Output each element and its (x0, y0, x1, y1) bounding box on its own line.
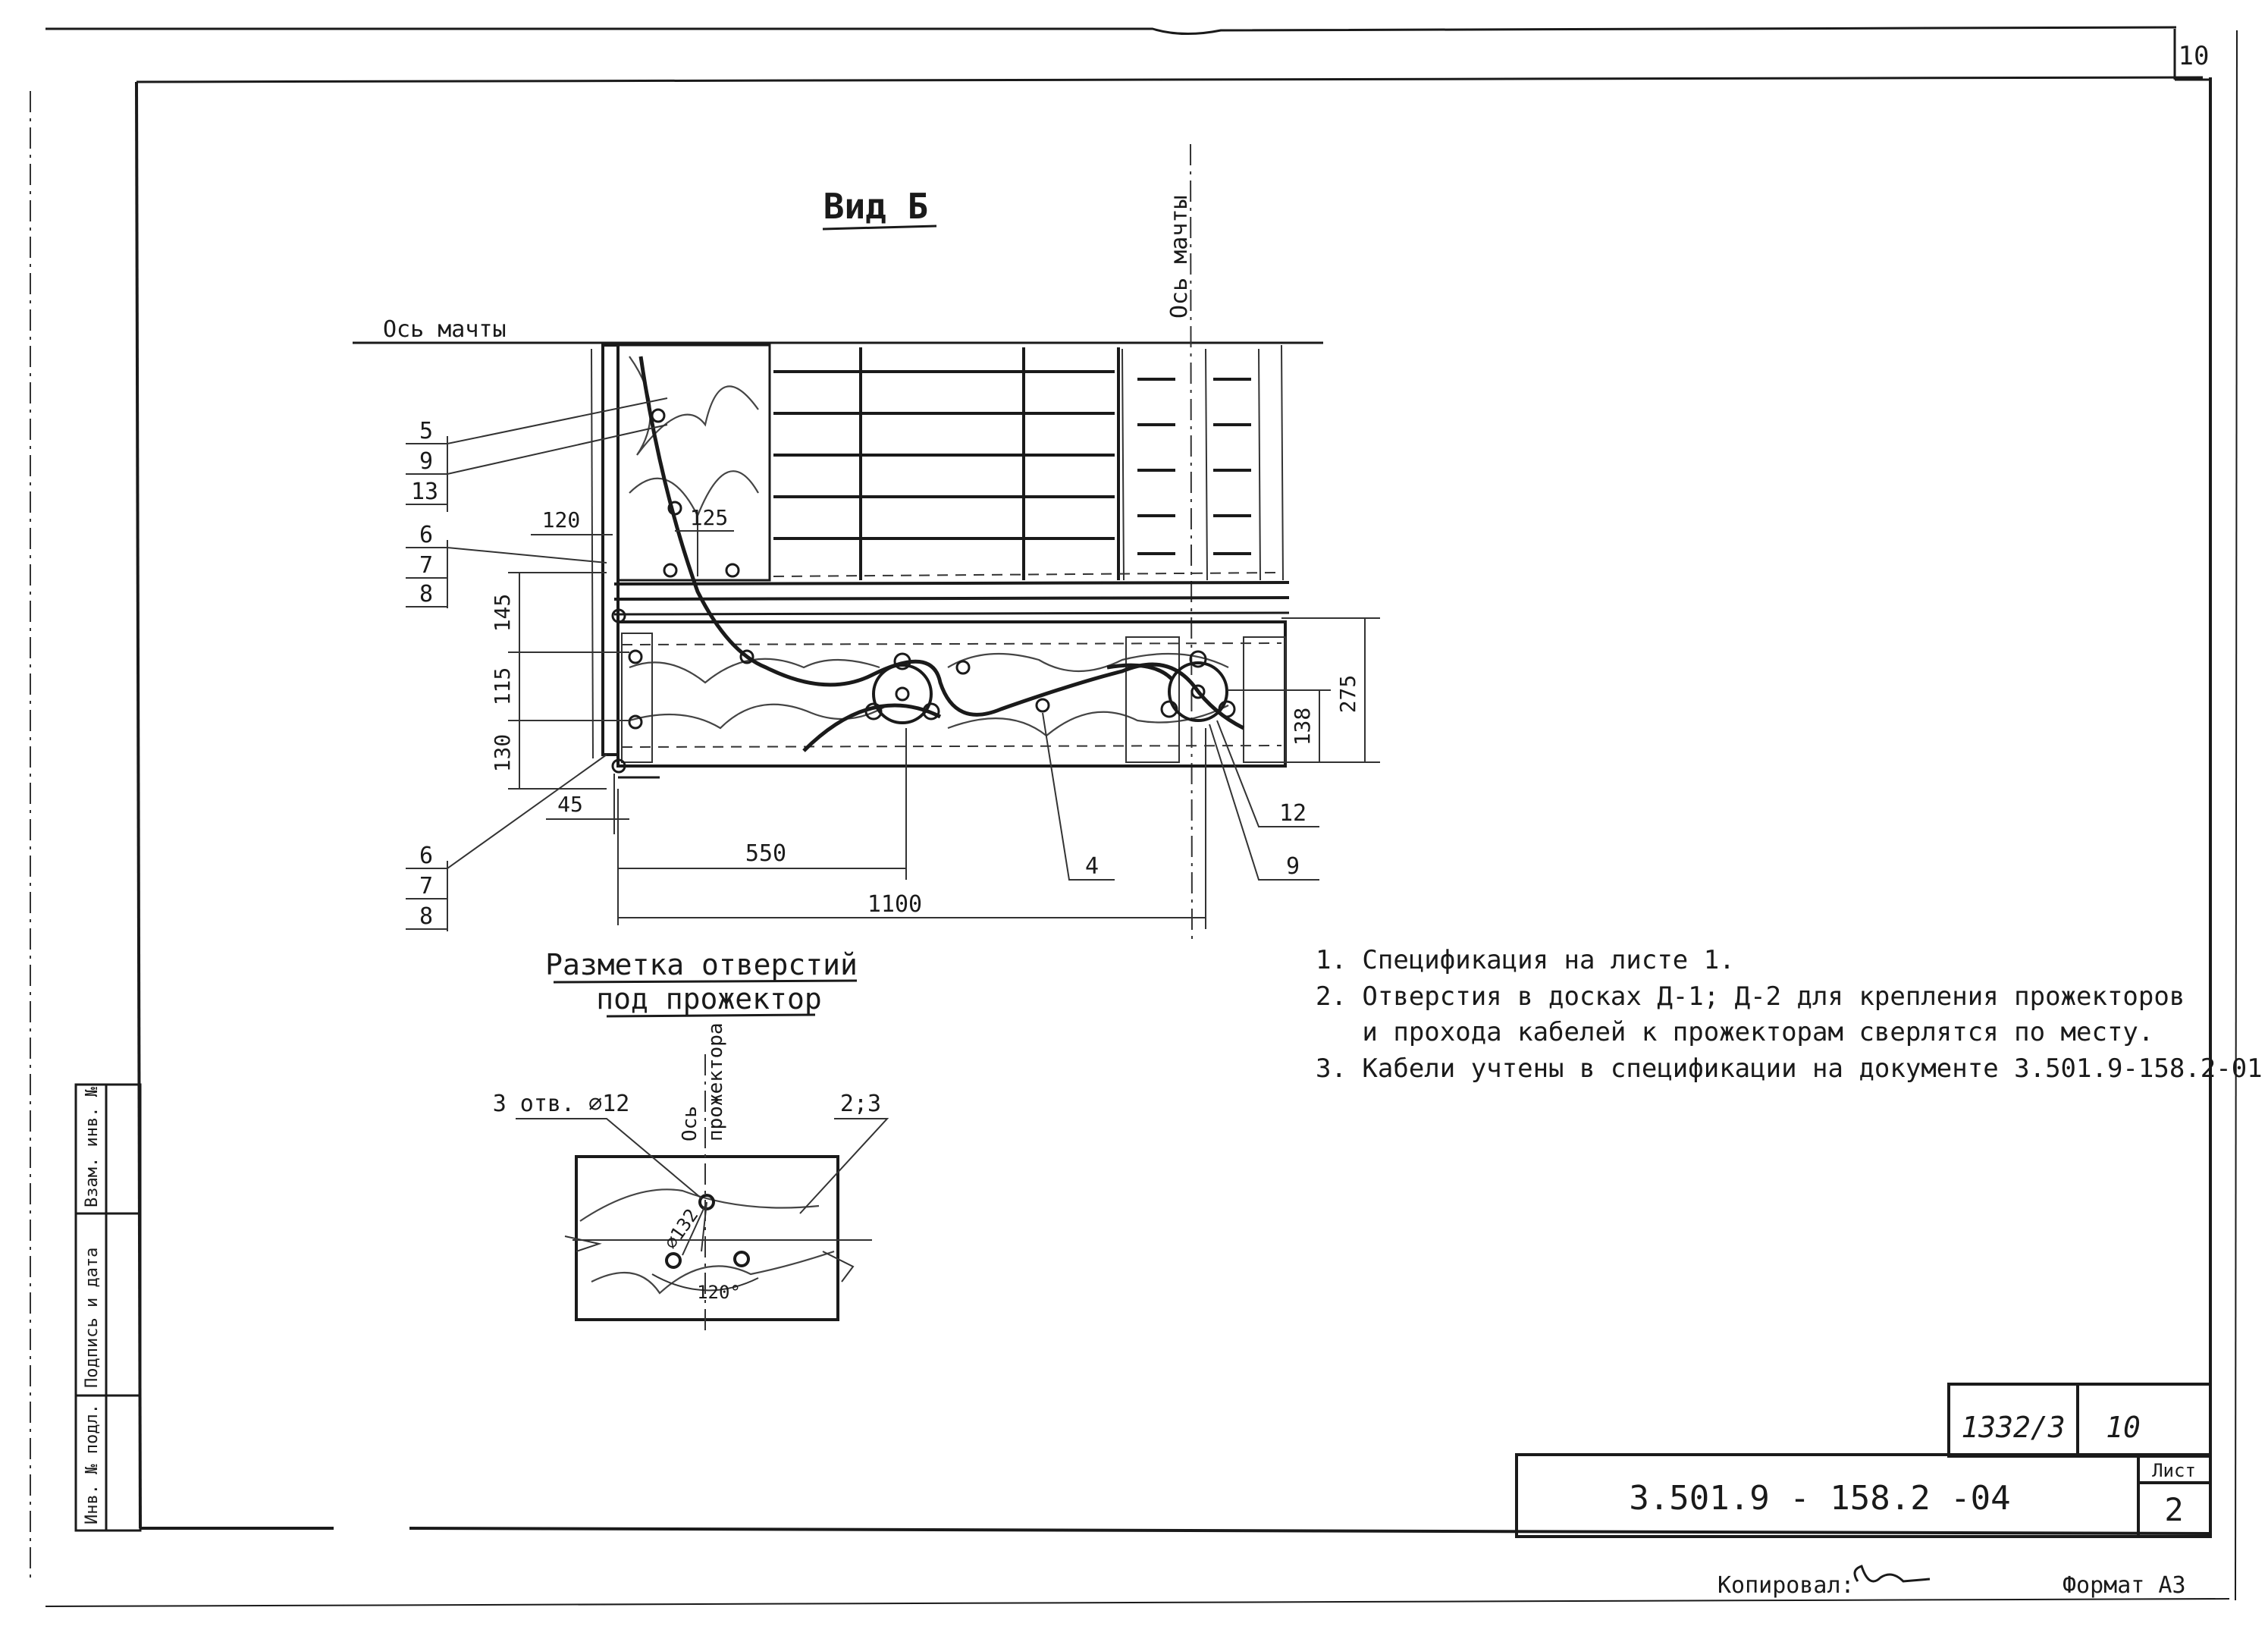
callout-12: 12 (1279, 800, 1307, 827)
mast-axis-vertical-label: Ось мачты (1166, 195, 1193, 319)
dim-145: 145 (490, 594, 515, 633)
callout-7-mid: 7 (419, 552, 433, 579)
dim-125: 125 (690, 505, 729, 530)
corner-sheet-number: 10 (2179, 41, 2210, 71)
footer: Копировал: Формат А3 (1717, 1565, 2186, 1599)
callout-4: 4 (1085, 853, 1099, 880)
callout-6-mid: 6 (419, 522, 433, 548)
format-label: Формат А3 (2063, 1572, 2186, 1599)
side-stamp: Инв. № подл. Подпись и дата Взам. инв. № (74, 1083, 142, 1532)
stamp-inv-original: Инв. № подл. (83, 1404, 102, 1524)
mast-axis-horizontal-label: Ось мачты (383, 316, 507, 343)
note-1: 1. Спецификация на листе 1. (1316, 945, 1735, 975)
projector-axis-label-line2: прожектора (704, 1022, 727, 1141)
callout-6-bottom: 6 (419, 843, 433, 869)
callout-9-top: 9 (419, 448, 433, 475)
stamp-signature-date: Подпись и дата (83, 1248, 102, 1388)
callout-5: 5 (419, 418, 433, 444)
railing-grating (613, 344, 1290, 616)
callout-8-mid: 8 (419, 581, 433, 608)
copier-signature (1853, 1565, 1931, 1583)
hole-marking-title-line1: Разметка отверстий (545, 948, 858, 981)
view-b-callouts: 5 9 13 6 7 8 6 7 8 4 12 9 (406, 397, 1319, 931)
sheet-sequence: 10 (2106, 1411, 2141, 1444)
hole-marking-title-line2: под прожектор (596, 982, 821, 1016)
callout-8-bottom: 8 (419, 903, 433, 930)
diameter-label: ⌀132 (660, 1205, 702, 1253)
dim-1100: 1100 (867, 891, 922, 918)
ref-label: 2;3 (840, 1091, 881, 1117)
sheet-frame (30, 26, 2238, 1607)
dim-115: 115 (490, 667, 515, 706)
mounting-board (611, 356, 1287, 779)
dim-130: 130 (490, 734, 515, 773)
sheet-number: 2 (2164, 1491, 2183, 1528)
callout-13: 13 (411, 479, 438, 505)
view-b-title: Вид Б (823, 186, 928, 227)
hole-marking-detail: Разметка отверстий под прожектор 3 отв. … (493, 948, 889, 1335)
view-b-dimensions: 120 125 145 115 130 45 550 1100 275 138 (490, 505, 1380, 929)
document-code: 3.501.9 - 158.2 -04 (1629, 1479, 2010, 1518)
callout-7-bottom: 7 (419, 873, 433, 899)
view-b: Вид Б Ось мачты Ось мачты (353, 143, 1380, 941)
dim-275: 275 (1335, 675, 1360, 714)
dim-45: 45 (557, 792, 583, 817)
sheet-label: Лист (2152, 1460, 2196, 1481)
dim-120: 120 (542, 507, 581, 532)
inventory-number: 1332/3 (1961, 1411, 2065, 1444)
dim-550: 550 (745, 840, 786, 867)
note-2-continued: и прохода кабелей к прожекторам сверлятс… (1316, 1017, 2154, 1047)
projector-axis-label-line1: Ось (679, 1106, 701, 1141)
holes-label: 3 отв. ⌀12 (493, 1091, 630, 1117)
general-notes: 1. Спецификация на листе 1. 2. Отверстия… (1316, 945, 2263, 1084)
copied-by-label: Копировал: (1717, 1572, 1855, 1599)
stamp-replaced-inv: Взам. инв. № (83, 1087, 102, 1207)
dim-138: 138 (1290, 708, 1315, 746)
title-block: 1332/3 10 3.501.9 - 158.2 -04 Лист 2 (1515, 1383, 2212, 1538)
callout-9-right: 9 (1286, 853, 1300, 880)
angle-label: 120° (697, 1282, 741, 1303)
note-2: 2. Отверстия в досках Д-1; Д-2 для крепл… (1316, 981, 2185, 1012)
note-3: 3. Кабели учтены в спецификации на докум… (1316, 1053, 2263, 1084)
